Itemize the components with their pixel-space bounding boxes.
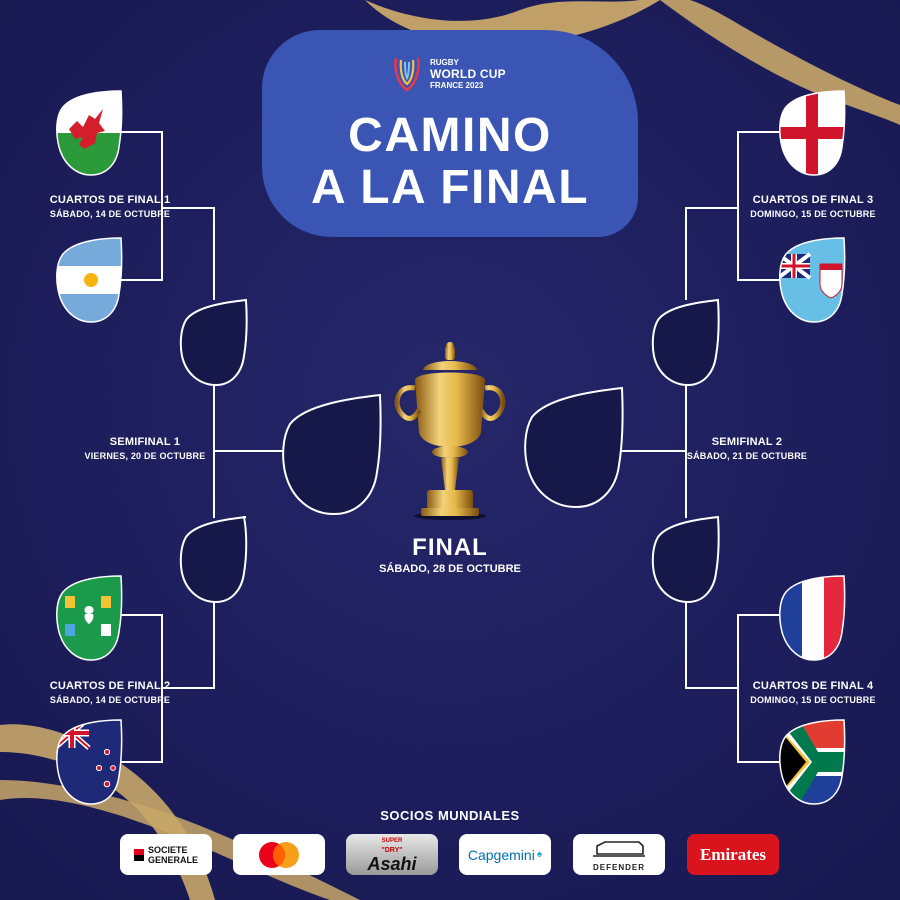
- logo-line-1: RUGBY: [430, 58, 459, 67]
- semifinal-1-slot-b: [179, 516, 248, 604]
- capgemini-spade-icon: ♠: [536, 849, 543, 860]
- final-slot-left: [282, 393, 382, 516]
- capgemini-wordmark: Capgemini: [467, 846, 535, 863]
- mastercard-icon: [259, 841, 299, 868]
- new-zealand-flag: [56, 719, 123, 805]
- quarterfinal-2-title: CUARTOS DE FINAL 2: [49, 680, 171, 692]
- asahi-super: SUPER: [381, 837, 403, 844]
- defender-wordmark: DEFENDER: [592, 862, 645, 872]
- final-date: SÁBADO, 28 DE OCTUBRE: [379, 563, 521, 575]
- quarterfinal-4-date: DOMINGO, 15 DE OCTUBRE: [750, 695, 876, 705]
- title-panel: [262, 30, 638, 237]
- semifinal-1-label: SEMIFINAL 1 VIERNES, 20 DE OCTUBRE: [60, 436, 230, 461]
- quarterfinal-4-label: CUARTOS DE FINAL 4 DOMINGO, 15 DE OCTUBR…: [728, 680, 898, 705]
- semifinal-2-slot-b: [651, 515, 720, 604]
- quarterfinal-3-title: CUARTOS DE FINAL 3: [752, 194, 874, 206]
- sponsor-capgemini: Capgemini ♠: [459, 834, 551, 875]
- semifinal-1-date: VIERNES, 20 DE OCTUBRE: [84, 451, 206, 461]
- sponsor-emirates: Emirates: [687, 834, 779, 875]
- argentina-flag: [56, 237, 123, 323]
- rugby-world-cup-logo: RUGBY WORLD CUP FRANCE 2023: [392, 56, 512, 96]
- quarterfinal-1-label: CUARTOS DE FINAL 1 SÁBADO, 14 DE OCTUBRE: [20, 194, 200, 219]
- logo-line-2: WORLD CUP: [430, 67, 506, 81]
- quarterfinal-1-date: SÁBADO, 14 DE OCTUBRE: [49, 209, 171, 219]
- quarterfinal-1-title: CUARTOS DE FINAL 1: [49, 194, 171, 206]
- sponsor-asahi: SUPER "DRY" Asahi: [346, 834, 438, 875]
- south-africa-flag: [779, 719, 846, 805]
- logo-line-3: FRANCE 2023: [430, 81, 484, 90]
- title-line-1: CAMINO: [348, 109, 552, 162]
- sponsor-societe-generale: SOCIETE GENERALE: [120, 834, 212, 875]
- final-label: FINAL SÁBADO, 28 DE OCTUBRE: [350, 534, 550, 575]
- sponsor-defender: DEFENDER: [573, 834, 665, 875]
- defender-vehicle-icon: [593, 840, 645, 857]
- societe-generale-line-1: SOCIETE: [147, 844, 188, 855]
- asahi-dry: "DRY": [381, 846, 403, 854]
- france-flag: [779, 575, 846, 661]
- final-slot-right: [524, 386, 624, 509]
- fiji-flag: [779, 237, 846, 323]
- societe-generale-line-2: GENERALE: [147, 854, 198, 865]
- webb-ellis-trophy-icon: [394, 342, 506, 520]
- ireland-flag: [56, 575, 123, 661]
- quarterfinal-2-label: CUARTOS DE FINAL 2 SÁBADO, 14 DE OCTUBRE: [20, 680, 200, 705]
- quarterfinal-3-date: DOMINGO, 15 DE OCTUBRE: [750, 209, 876, 219]
- partners-title: SOCIOS MUNDIALES: [380, 808, 520, 823]
- semifinal-2-title: SEMIFINAL 2: [711, 436, 783, 448]
- semifinal-1-slot-a: [179, 298, 248, 387]
- wales-flag: [56, 90, 123, 176]
- title-line-2: A LA FINAL: [310, 161, 590, 214]
- emirates-wordmark: Emirates: [699, 844, 767, 864]
- semifinal-2-date: SÁBADO, 21 DE OCTUBRE: [686, 451, 808, 461]
- england-flag: [779, 90, 846, 176]
- societe-generale-logo-icon: [133, 848, 144, 861]
- quarterfinal-3-label: CUARTOS DE FINAL 3 DOMINGO, 15 DE OCTUBR…: [728, 194, 898, 219]
- sponsor-mastercard: [233, 834, 325, 875]
- quarterfinal-2-date: SÁBADO, 14 DE OCTUBRE: [49, 695, 171, 705]
- asahi-wordmark: Asahi: [367, 853, 417, 874]
- semifinal-1-title: SEMIFINAL 1: [109, 436, 181, 448]
- quarterfinal-4-title: CUARTOS DE FINAL 4: [752, 680, 874, 692]
- semifinal-2-label: SEMIFINAL 2 SÁBADO, 21 DE OCTUBRE: [662, 436, 832, 461]
- semifinal-2-slot-a: [651, 298, 720, 387]
- final-title: FINAL: [412, 534, 488, 561]
- rwc-logo-icon: [394, 57, 420, 92]
